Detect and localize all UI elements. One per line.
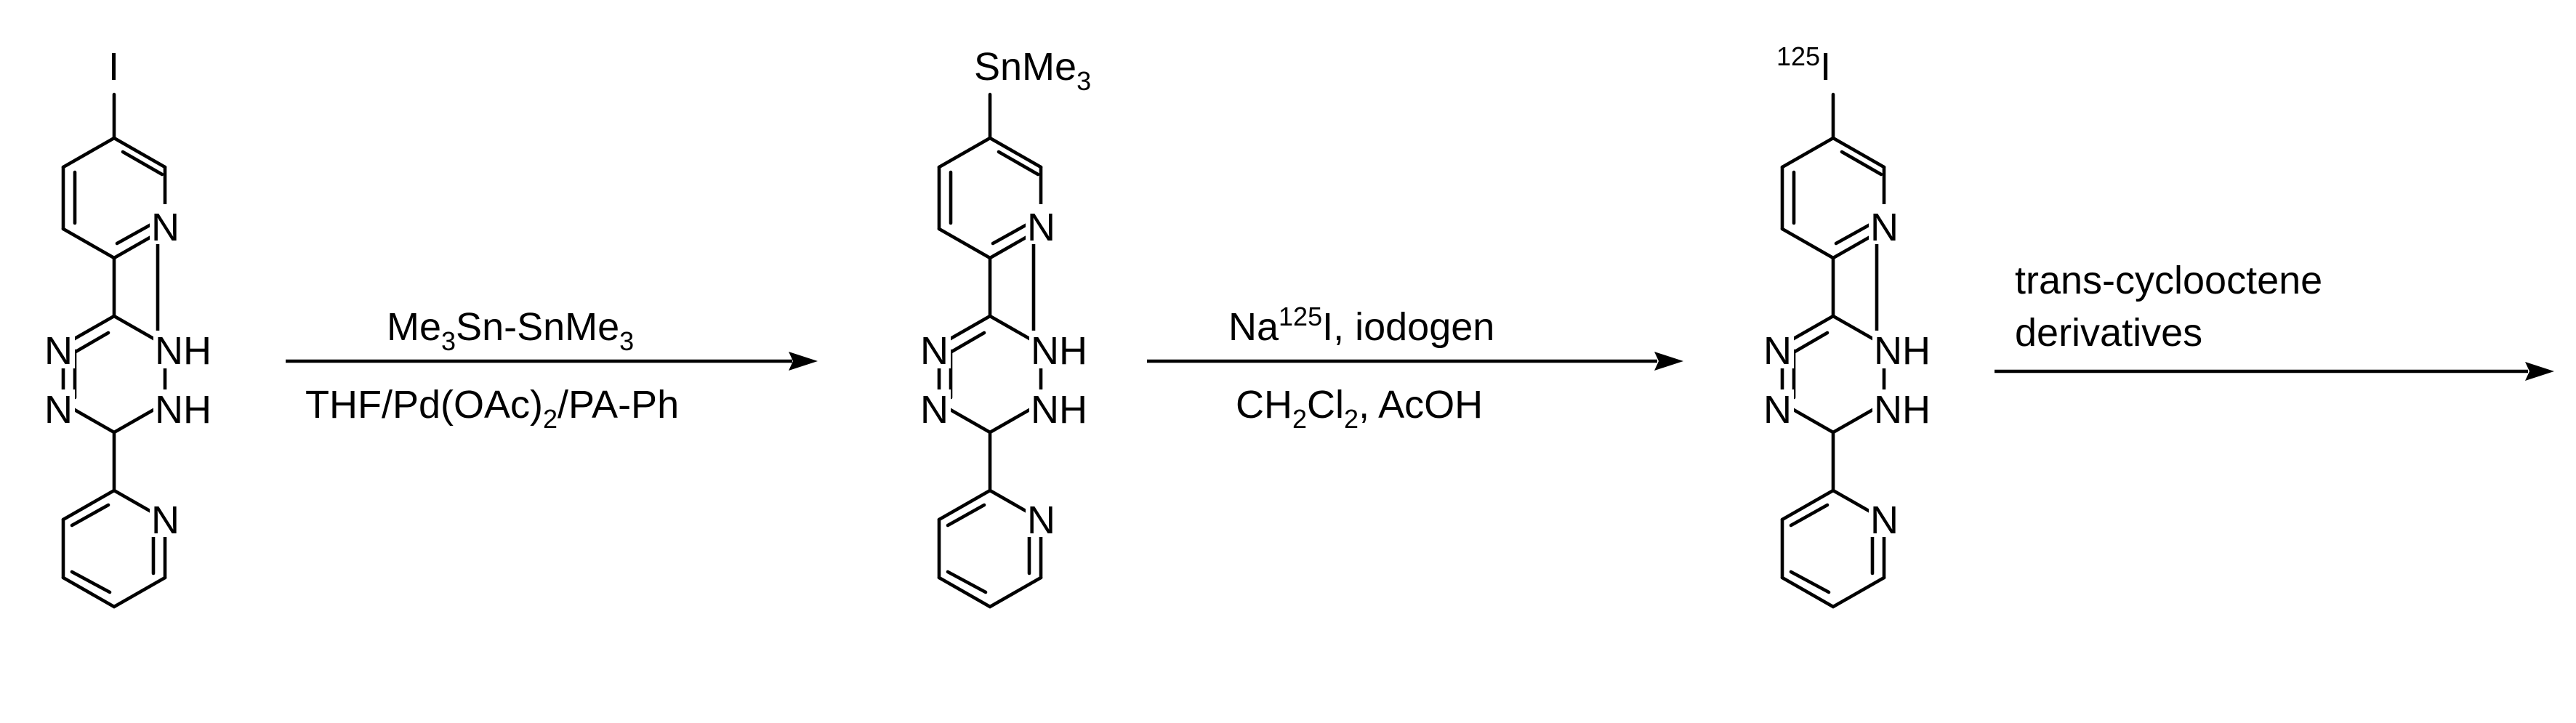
tetrazine-nitrogen-1: N [920,329,949,373]
iodine-125-label: 125I [1776,41,1831,89]
pyridine-top-nitrogen: N [1027,206,1055,249]
pyridine-top-nitrogen: N [151,206,180,249]
tetrazine-nitrogen-2: N [44,388,73,432]
tetrazine-nitrogen-1: N [44,329,73,373]
tetrazine-nitrogen-2: N [920,388,949,432]
substituent-group: SnMe3 [973,34,1125,96]
arrow-3-conditions-line-2: derivatives [2015,311,2202,355]
tetrazine-nh-2: NH [1874,388,1931,432]
tetrazine-nh-1: NH [155,329,212,373]
tetrazine-nh-2: NH [155,388,212,432]
pyridine-bottom-nitrogen: N [1870,498,1899,542]
tetrazine-nitrogen-1: N [1763,329,1792,373]
substituent-group: 125I [1775,34,1848,89]
tetrazine-nitrogen-2: N [1763,388,1792,432]
tetrazine-nh-1: NH [1874,329,1931,373]
iodine-label: I [108,45,119,89]
arrow-3-conditions-line-1: trans-cyclooctene [2015,259,2322,302]
arrow-1-reagent: Me3Sn-SnMe3 [387,305,634,356]
arrow-1-conditions: THF/Pd(OAc)2/PA-Ph [305,383,679,434]
pyridine-top-nitrogen: N [1870,206,1899,249]
pyridine-bottom-nitrogen: N [151,498,180,542]
substituent-group: I [107,34,124,89]
tetrazine-nh-1: NH [1031,329,1087,373]
arrow-3 [1995,362,2554,381]
ring-atom-labels: N [150,204,182,249]
arrow-1 [286,352,818,371]
arrow-2 [1147,352,1683,371]
trimethylstannyl-label: SnMe3 [974,45,1091,96]
arrow-2-conditions: CH2Cl2, AcOH [1236,383,1483,434]
pyridine-bottom-nitrogen: N [1027,498,1055,542]
arrow-2-reagent: Na125I, iodogen [1228,302,1494,349]
tetrazine-nh-2: NH [1031,388,1087,432]
